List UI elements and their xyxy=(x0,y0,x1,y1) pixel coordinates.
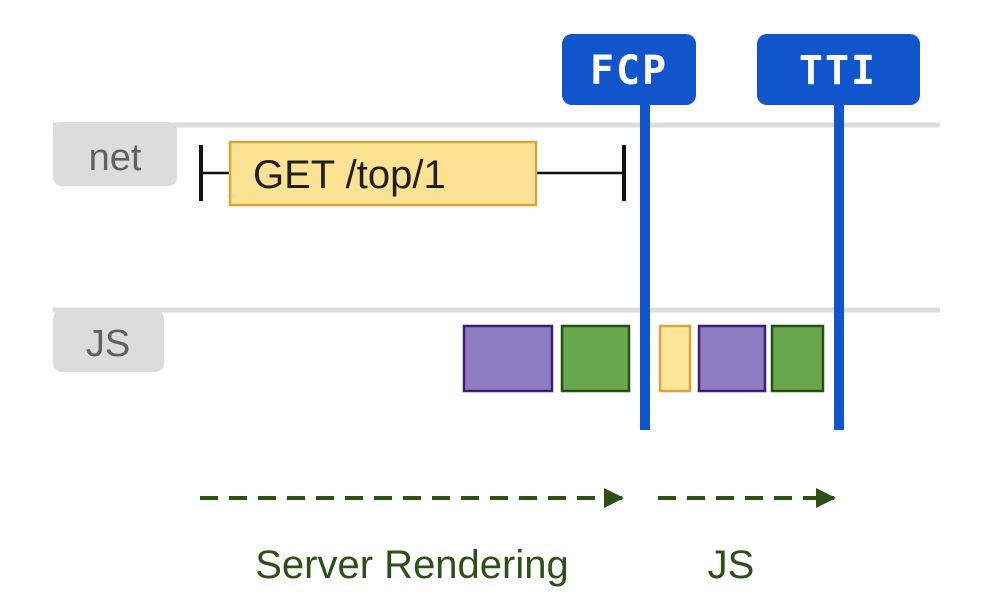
phase-js: JS xyxy=(658,488,836,587)
lane-net-label-bg xyxy=(53,122,177,186)
phase-server-rendering-label: Server Rendering xyxy=(255,543,569,587)
request-bar xyxy=(228,140,538,207)
network-request: GET /top/1 xyxy=(199,140,626,207)
request-label: GET /top/1 xyxy=(253,153,446,197)
phase-server-rendering: Server Rendering xyxy=(200,488,624,587)
js-task-green xyxy=(770,324,825,393)
lane-net-label: net xyxy=(89,137,142,179)
marker-fcp-label: FCP xyxy=(590,48,668,94)
marker-tti: TTI xyxy=(757,34,920,430)
js-task-yellow xyxy=(658,324,692,393)
marker-tti-badge xyxy=(757,34,920,105)
js-tasks xyxy=(462,324,825,393)
phase-js-label: JS xyxy=(708,543,755,587)
lane-net: net xyxy=(53,122,940,186)
lane-js: JS xyxy=(53,307,940,372)
js-task-green xyxy=(560,324,631,393)
marker-fcp-badge xyxy=(562,34,696,105)
marker-tti-label: TTI xyxy=(799,48,877,94)
lane-js-label: JS xyxy=(86,323,130,365)
js-task-purple xyxy=(697,324,767,393)
marker-fcp: FCP xyxy=(562,34,696,430)
js-task-purple xyxy=(462,324,554,393)
lane-js-label-bg xyxy=(53,310,164,372)
